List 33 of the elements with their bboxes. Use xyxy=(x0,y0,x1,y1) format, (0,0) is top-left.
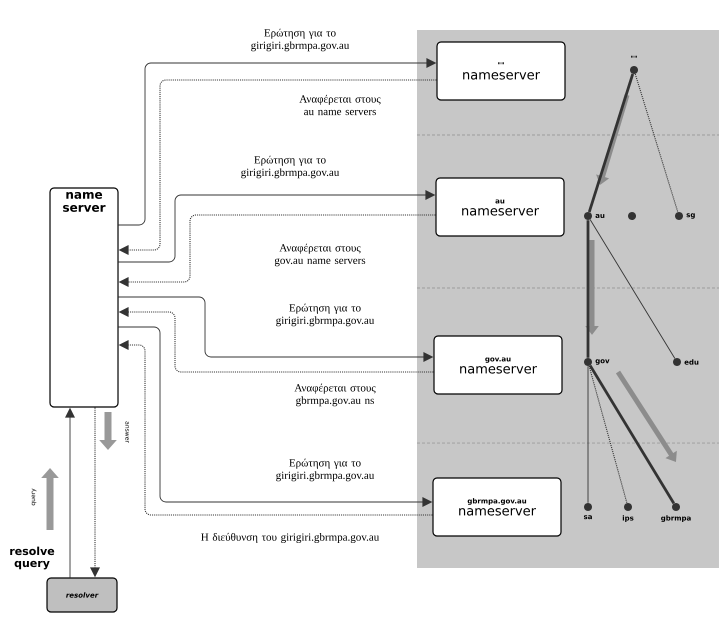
edge-label: Ερώτηση για το girigiri.gbrmpa.gov.au xyxy=(251,28,350,52)
tree-line xyxy=(590,219,676,359)
tree-dot xyxy=(673,358,681,366)
arrow xyxy=(118,296,434,362)
tree-line xyxy=(586,220,590,358)
arrow xyxy=(118,58,436,226)
tree-dot xyxy=(675,212,683,220)
tree-line xyxy=(588,366,628,504)
arrow xyxy=(118,79,436,255)
tree-dot xyxy=(584,503,592,511)
tree-dot xyxy=(584,358,592,366)
tree-line xyxy=(588,364,676,504)
arrow xyxy=(118,214,436,287)
arrow xyxy=(65,408,75,578)
tree-dot xyxy=(630,66,638,74)
tree-dot xyxy=(628,212,636,220)
edge-label: Αναφέρεται στους gbrmpa.gov.au ns xyxy=(294,384,376,406)
tree-line xyxy=(634,74,678,212)
server-box: name server xyxy=(49,187,119,408)
edge-label: resolve query xyxy=(10,546,54,570)
edge-label: Αναφέρεται στους au name servers xyxy=(299,94,381,116)
edge-label: Η διεύθυνση του girigiri.gbrmpa.gov.au xyxy=(201,532,380,544)
tree-dot xyxy=(624,503,632,511)
tree-dot xyxy=(584,212,592,220)
edge-label: Ερώτηση για το girigiri.gbrmpa.gov.au xyxy=(276,458,374,482)
arrow xyxy=(118,190,436,262)
edge-label: Ερώτηση για το girigiri.gbrmpa.gov.au xyxy=(276,304,374,326)
tree-line xyxy=(588,74,634,212)
arrow xyxy=(90,408,100,578)
tree-dot xyxy=(672,503,680,511)
edge-label: Αναφέρεται στους gov.au name servers xyxy=(274,244,366,266)
arrow xyxy=(118,307,434,373)
edge-label: Ερώτηση για το girigiri.gbrmpa.gov.au xyxy=(241,156,340,178)
